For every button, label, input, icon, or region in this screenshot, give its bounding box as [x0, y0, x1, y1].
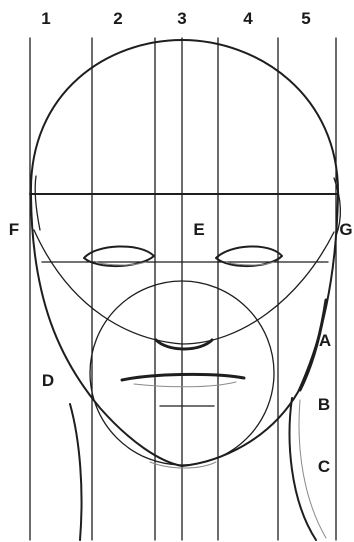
mouth-line [122, 374, 244, 380]
column-label-4: 4 [243, 9, 253, 28]
point-label-A: A [319, 331, 331, 350]
mouth [122, 374, 244, 386]
point-label-D: D [42, 371, 54, 390]
head-outline [31, 40, 340, 466]
column-label-1: 1 [41, 9, 50, 28]
cranium-construction [30, 194, 338, 344]
left-temple-stroke [35, 176, 40, 230]
point-label-C: C [318, 457, 330, 476]
point-label-F: F [9, 220, 19, 239]
mouth-lower-lip [134, 382, 236, 387]
neck-left [70, 404, 82, 540]
point-label-E: E [193, 220, 204, 239]
column-label-3: 3 [177, 9, 186, 28]
neck [70, 398, 326, 540]
point-label-B: B [318, 395, 330, 414]
column-labels: 1 2 3 4 5 [41, 9, 310, 28]
eyes [84, 246, 282, 266]
cranium-arc [31, 40, 338, 196]
column-label-2: 2 [113, 9, 122, 28]
cranium-lower-arc [34, 230, 334, 344]
jaw-right [182, 196, 338, 466]
column-label-5: 5 [301, 9, 310, 28]
point-label-G: G [339, 220, 352, 239]
